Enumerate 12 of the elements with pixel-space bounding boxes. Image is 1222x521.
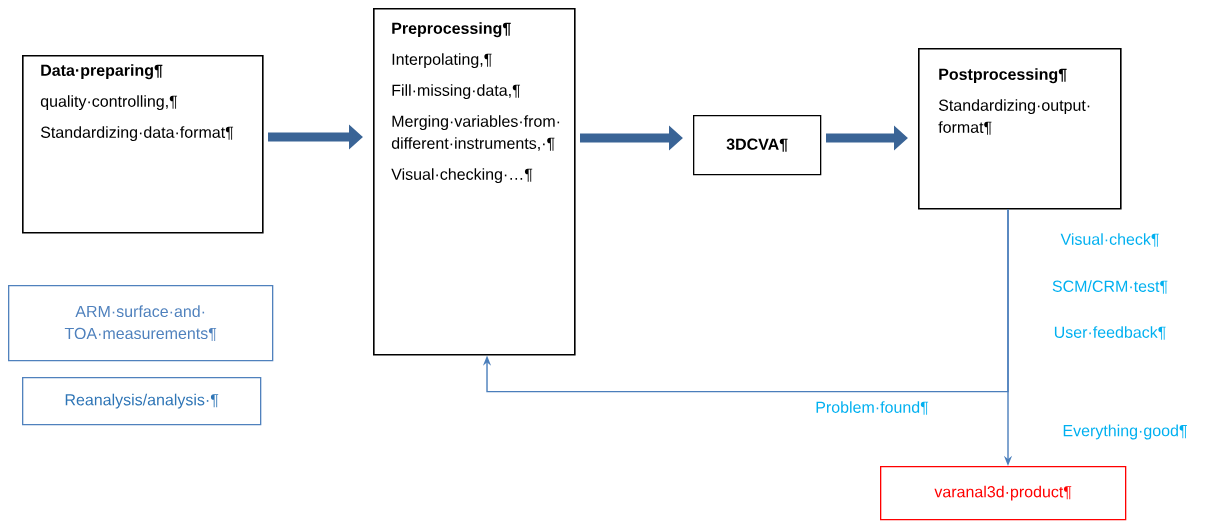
process-box: Postprocessing¶ Standardizing·output·format¶: [918, 48, 1122, 210]
check-label: Visual·check¶: [1060, 233, 1159, 247]
edge-label: Problem·found¶: [814, 400, 930, 416]
check-label: SCM/CRM·test¶: [1052, 280, 1168, 294]
edge-label: Everything·good¶: [1061, 423, 1189, 441]
check-label: User·feedback¶: [1054, 326, 1166, 340]
process-box: ARM·surface·and·TOA·measurements¶: [8, 285, 274, 362]
process-box: 3DCVA¶: [693, 115, 822, 176]
process-box: Preprocessing¶ Interpolating,¶ Fill·missing·data,¶ Merging·variables·from·different·instruments,·¶ Visual·checking·…¶: [373, 8, 576, 356]
process-box: Reanalysis/analysis·¶: [22, 377, 262, 426]
process-box: varanal3d·product¶: [880, 466, 1127, 521]
process-box: Data·preparing¶ quality·controlling,¶ Standardizing·data·format¶: [22, 55, 264, 234]
